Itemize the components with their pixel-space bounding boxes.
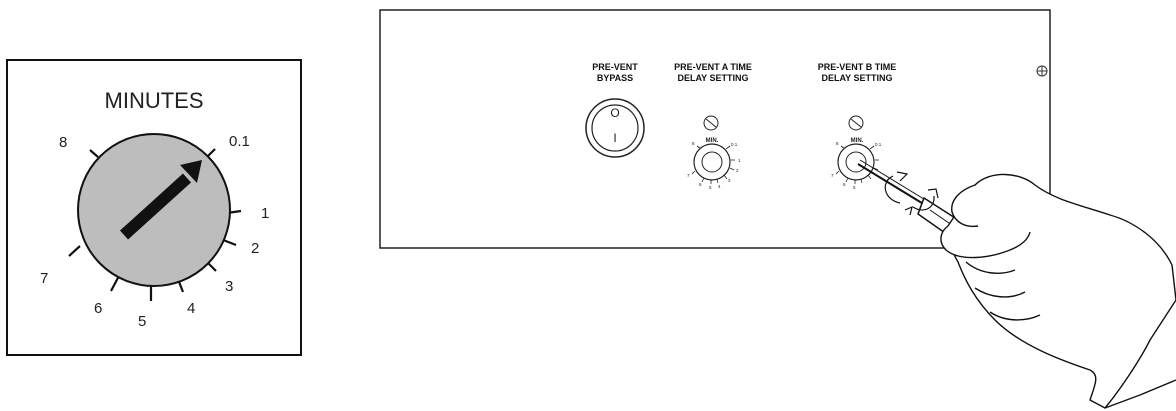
control-panel: PRE-VENT BYPASS O I PRE-VENT A TIME DELA… [379,9,1051,249]
timer-b-label-line2: DELAY SETTING [821,73,892,83]
bypass-label-line2: BYPASS [597,73,633,83]
dial-label-7: 7 [40,270,48,287]
dial-detail-scale-labels: 8 0.1 1 2 3 4 5 6 7 [40,133,269,330]
bypass-mark-on: I [613,131,616,145]
bypass-label-line1: PRE-VENT [592,62,638,72]
dial-label-2: 2 [251,240,259,257]
timer-a-scale-2: 2 [736,168,739,173]
dial-label-4: 4 [187,300,195,317]
panel-screw-icon [1036,65,1048,77]
dial-label-8: 8 [59,134,67,151]
timer-a-label-line1: PRE-VENT A TIME [674,62,752,72]
timer-a-scale-4: 4 [718,184,721,189]
dial-detail-title: MINUTES [105,88,204,113]
timer-a-scale-0.1: 0.1 [731,142,738,147]
timer-b-dial-icon [848,115,864,131]
timer-b-scale-6: 6 [843,182,846,187]
dial-label-1: 1 [261,205,269,222]
timer-a-dial-icon [703,115,719,131]
timer-a-scale-5: 5 [709,185,712,190]
dial-label-6: 6 [94,300,102,317]
dial-detail-pointer [119,160,202,240]
dial-label-3: 3 [225,278,233,295]
timer-b-scale-7: 7 [831,173,834,178]
timer-b-scale-5: 5 [853,185,856,190]
timer-a-scale-1: 1 [738,158,741,163]
timer-b-scale-8: 8 [836,141,839,146]
dial-label-5: 5 [138,313,146,330]
dial-label-0.1: 0.1 [229,133,250,150]
timer-a-scale-7: 7 [687,173,690,178]
timer-b-label-line1: PRE-VENT B TIME [818,62,897,72]
minutes-dial-detail: MINUTES 8 0.1 1 2 3 4 5 6 [6,59,302,356]
bypass-mark-off: O [610,106,619,120]
timer-a-scale-3: 3 [728,178,731,183]
hand-illustration [940,173,1176,409]
timer-a-label-line2: DELAY SETTING [677,73,748,83]
rotate-arrows-icon [884,171,939,216]
bypass-rocker-switch[interactable]: O I [585,98,645,158]
timer-b-unit: MIN. [851,138,864,144]
timer-a-scale-6: 6 [699,182,702,187]
timer-b-scale-0.1: 0.1 [875,142,882,147]
timer-b-knob[interactable]: MIN. 8 0.1 5 6 7 [831,115,882,190]
timer-a-knob[interactable]: MIN. 8 0.1 1 2 3 4 5 6 7 [687,115,741,190]
timer-a-unit: MIN. [706,138,719,144]
timer-a-scale-8: 8 [692,141,695,146]
